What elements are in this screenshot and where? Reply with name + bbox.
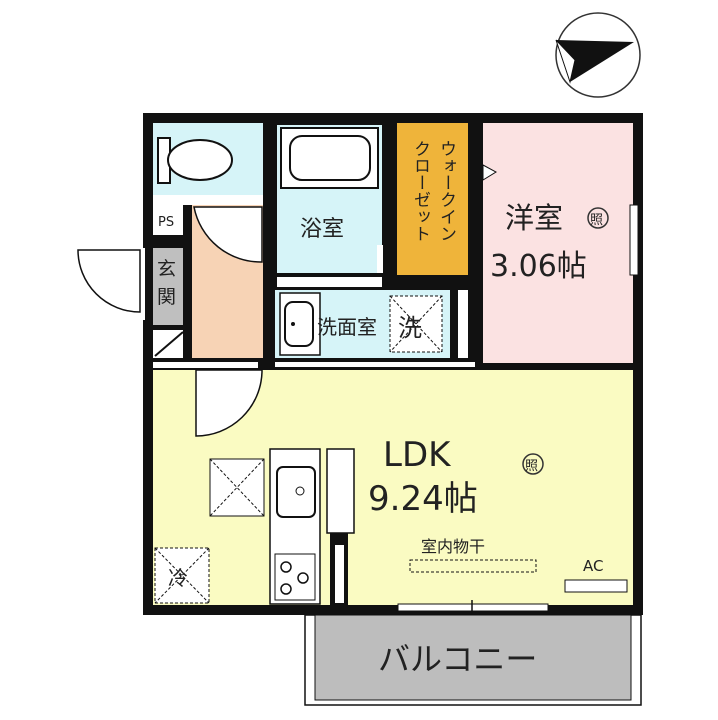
bathtub-icon xyxy=(280,127,379,189)
entrance xyxy=(153,248,183,325)
ldk-label: LDK xyxy=(383,435,452,475)
ldk-door-swing xyxy=(195,369,263,437)
washer-mark: 洗 xyxy=(398,314,422,342)
air-conditioner-icon xyxy=(564,579,628,593)
drying-rack-label: 室内物干 xyxy=(421,537,485,556)
western-room-light-mark: 照 xyxy=(590,213,603,228)
toilet-icon xyxy=(157,137,233,184)
washer-space-icon xyxy=(389,295,443,353)
ldk-light-mark: 照 xyxy=(525,459,538,474)
washroom-label: 洗面室 xyxy=(317,315,377,339)
kitchen-counter xyxy=(269,448,355,605)
ac-label: AC xyxy=(583,557,603,575)
walk-in-closet xyxy=(397,123,468,275)
wic-label-col2: クローゼット xyxy=(410,140,430,242)
entrance-label-2: 関 xyxy=(157,286,176,308)
washbasin-icon xyxy=(279,292,321,356)
fridge-space-icon xyxy=(154,547,210,604)
balcony xyxy=(314,614,632,701)
storage-space-icon xyxy=(209,458,265,517)
compass-north-arrow-icon xyxy=(555,12,641,98)
balcony-label: バルコニー xyxy=(378,640,537,678)
wic-label-col1: ウォークイン xyxy=(436,140,456,242)
toilet-door-swing xyxy=(193,206,263,263)
bath-label: 浴室 xyxy=(300,217,344,242)
fridge-mark: 冷 xyxy=(168,566,188,590)
western-room xyxy=(483,123,633,363)
ps-box xyxy=(153,205,183,235)
western-room-size: 3.06帖 xyxy=(490,249,587,284)
ldk-size: 9.24帖 xyxy=(368,479,478,519)
entrance-label-1: 玄 xyxy=(157,258,176,280)
entrance-door-swing xyxy=(77,249,141,313)
ps-label: PS xyxy=(158,215,174,230)
western-room-label: 洋室 xyxy=(505,201,563,235)
drying-rack-icon xyxy=(409,559,537,573)
